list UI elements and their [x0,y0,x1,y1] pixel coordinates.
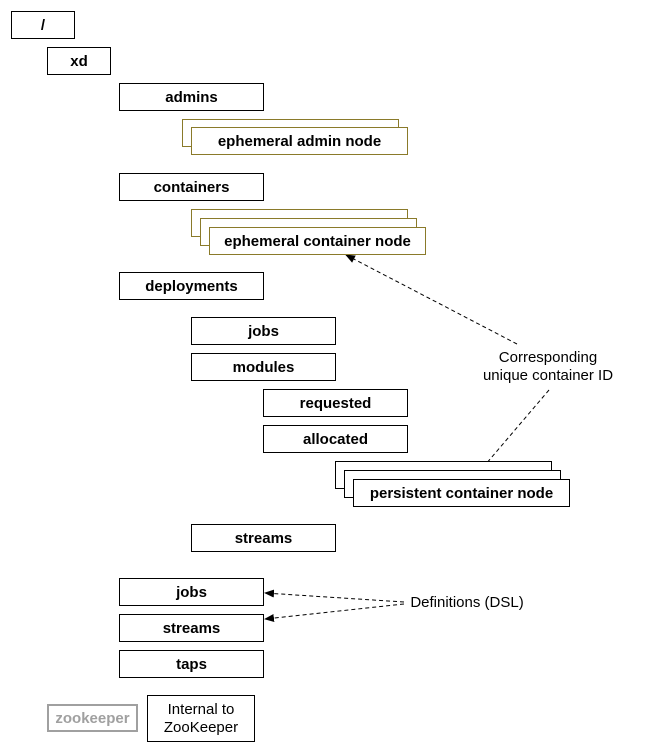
legend-internal-line2: ZooKeeper [163,718,239,736]
annotation-container-id-line1: Corresponding [498,349,598,366]
legend-zookeeper: zookeeper [47,704,138,732]
annotation-container-id: Corresponding unique container ID [478,349,618,385]
arrow-to-jobs [264,589,405,603]
node-deployments-modules: modules [191,353,336,381]
arrow-to-streams [264,603,405,623]
node-streams: streams [119,614,264,642]
annotation-definitions: Definitions (DSL) [404,594,530,612]
annotation-container-id-line2: unique container ID [482,367,614,384]
node-jobs: jobs [119,578,264,606]
node-ephemeral-container: ephemeral container node [209,227,426,255]
node-deployments-jobs: jobs [191,317,336,345]
node-deployments-streams: streams [191,524,336,552]
node-taps: taps [119,650,264,678]
node-xd: xd [47,47,111,75]
node-admins: admins [119,83,264,111]
node-containers: containers [119,173,264,201]
legend-internal-to-zookeeper: Internal to ZooKeeper [147,695,255,742]
node-allocated: allocated [263,425,408,453]
node-requested: requested [263,389,408,417]
legend-internal-line1: Internal to [167,700,235,718]
arrow-to-ephemeral-container [345,254,518,345]
node-root: / [11,11,75,39]
node-ephemeral-admin: ephemeral admin node [191,127,408,155]
node-deployments: deployments [119,272,264,300]
node-persistent-container: persistent container node [353,479,570,507]
arrow-to-persistent-container [473,389,550,479]
